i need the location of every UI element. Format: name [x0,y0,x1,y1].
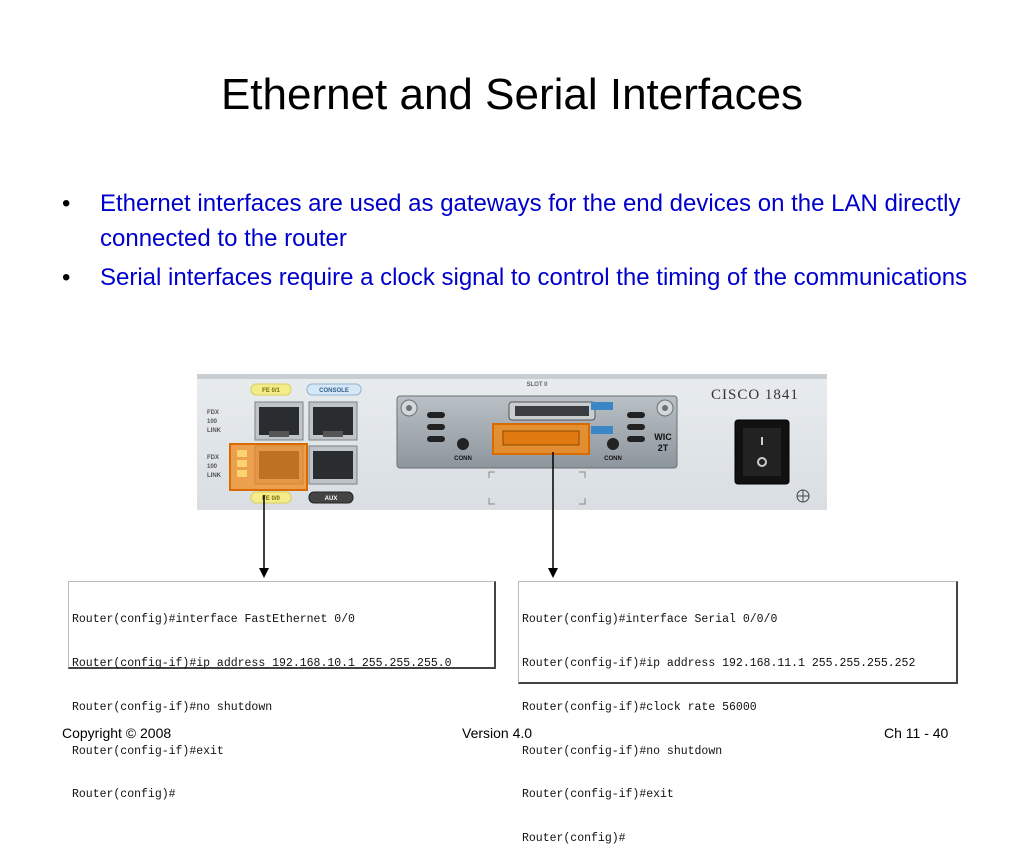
cli-ethernet-config: Router(config)#interface FastEthernet 0/… [68,581,496,801]
conn-left-label: CONN [454,456,472,462]
led-label-100: 100 [207,419,218,425]
cli-line: Router(config-if)#clock rate 56000 [522,700,757,714]
led-label-link: LINK [207,428,222,434]
led-label-fdx: FDX [207,410,219,416]
bullet-list: • Ethernet interfaces are used as gatewa… [62,186,982,299]
wic-type-label: 2T [658,443,669,453]
bullet-text: Ethernet interfaces are used as gateways… [100,190,961,252]
bullet-symbol: • [62,264,71,291]
wic-2t-module: SLOT 0 CONN CONN WIC 2T [396,382,678,505]
arrowhead-serial-icon [548,568,558,578]
bullet-item: • Ethernet interfaces are used as gatewa… [62,186,982,256]
bullet-symbol: • [62,190,71,217]
cli-line: Router(config-if)#no shutdown [72,700,273,714]
fe01-label: FE 0/1 [262,388,280,394]
console-port [313,407,353,435]
footer-page-number: Ch 11 - 40 [884,725,949,741]
cli-line: Router(config-if)#ip address 192.168.10.… [72,656,452,670]
ethernet-port-block: FE 0/1 CONSOLE FDX 100 LINK FDX 100 LINK… [207,383,362,504]
aux-label: AUX [325,496,338,502]
footer-copyright: Copyright © 2008 [62,725,172,741]
led-label-100-2: 100 [207,464,218,470]
cli-serial-config: Router(config)#interface Serial 0/0/0 Ro… [518,581,958,845]
console-label: CONSOLE [319,388,349,394]
slot-label: SLOT 0 [526,382,548,388]
cli-line: Router(config)# [522,832,626,846]
cli-line: Router(config-if)#no shutdown [522,744,723,758]
fe00-label: FE 0/0 [262,496,280,502]
cli-line: Router(config)#interface FastEthernet 0/… [72,613,355,627]
footer-version: Version 4.0 [462,725,533,741]
cisco-brand-label: CISCO 1841 [711,387,799,403]
wic-label: WIC [654,432,672,442]
led-label-link-2: LINK [207,473,222,479]
cli-line: Router(config-if)#exit [72,744,224,758]
conn-right-label: CONN [604,456,622,462]
cli-line: Router(config-if)#ip address 192.168.11.… [522,656,916,670]
slide-title: Ethernet and Serial Interfaces [220,70,804,119]
fe01-port [259,407,299,435]
cli-line: Router(config-if)#exit [522,788,674,802]
arrowhead-ethernet-icon [259,568,269,578]
cli-line: Router(config)#interface Serial 0/0/0 [522,613,778,627]
cli-line: Router(config)# [72,788,176,802]
led-label-fdx-2: FDX [207,455,219,461]
aux-port [313,451,353,479]
bullet-item: • Serial interfaces require a clock sign… [62,260,982,295]
router-rear-panel-image: FE 0/1 CONSOLE FDX 100 LINK FDX 100 LINK… [197,374,827,510]
power-switch-icon [734,419,790,485]
bullet-text: Serial interfaces require a clock signal… [100,264,968,291]
